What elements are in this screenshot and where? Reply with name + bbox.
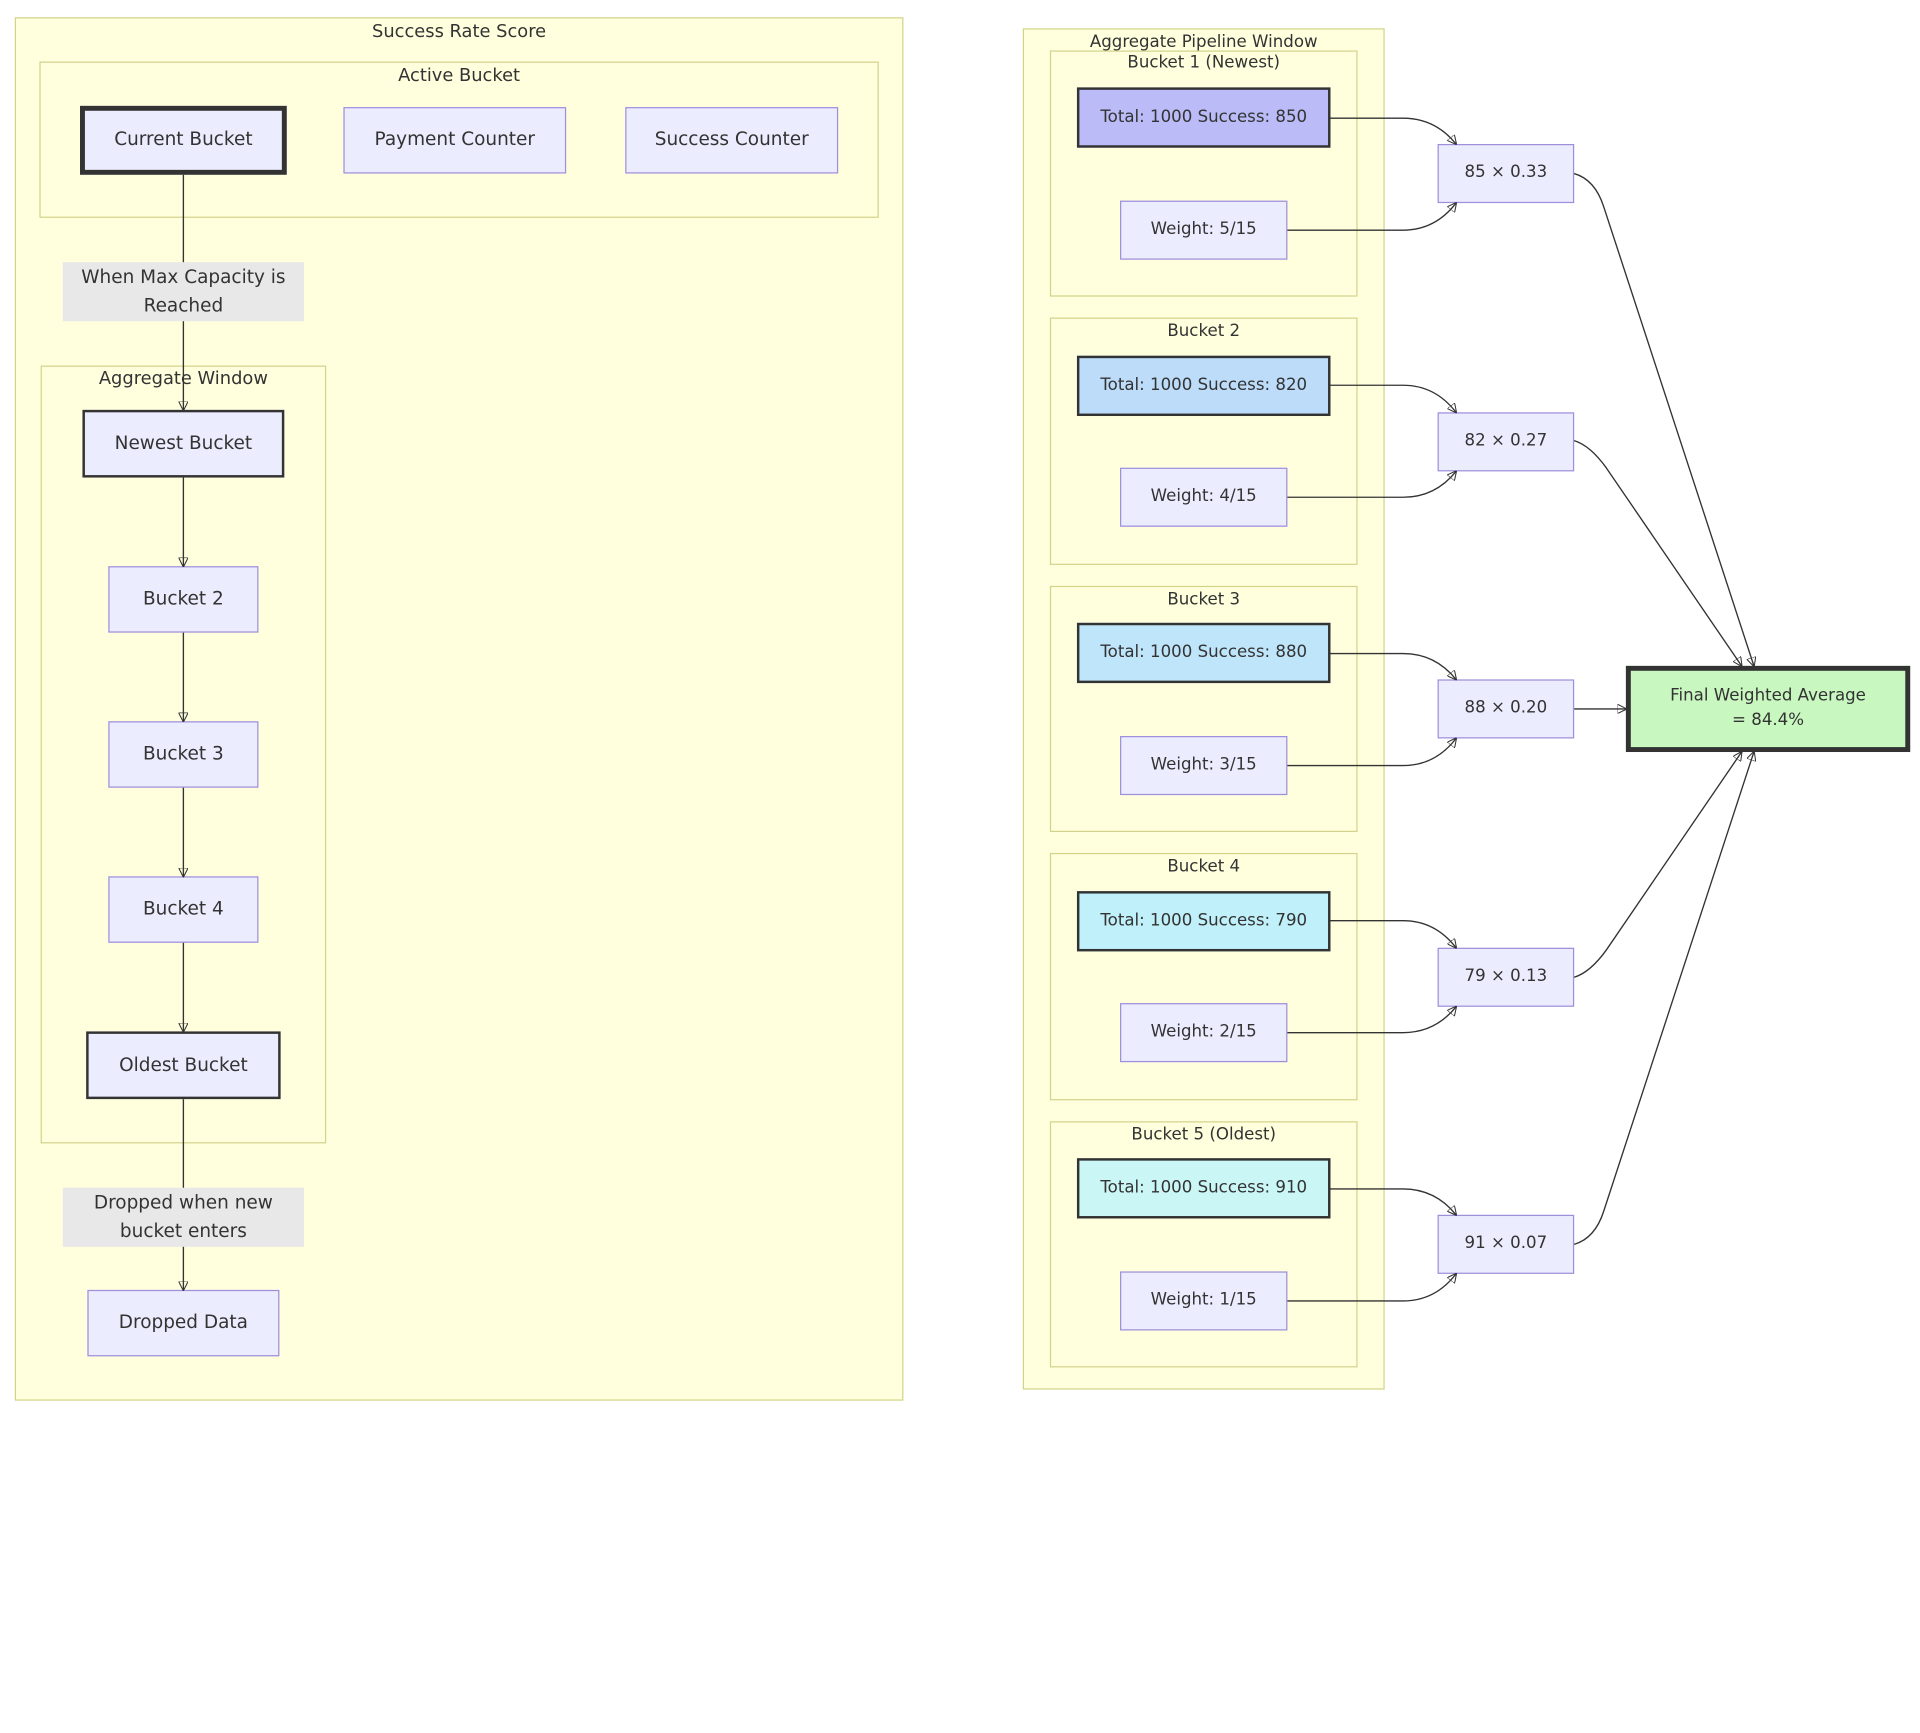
- bucket-4-node: Bucket 4: [108, 876, 259, 943]
- edge-product-2-to-final: [1573, 439, 1741, 666]
- bucket-3-total-node: Total: 1000 Success: 880: [1076, 622, 1331, 684]
- edges-layer: [0, 117, 1920, 1302]
- aggregate-pipeline-window-title: Aggregate Pipeline Window: [1089, 32, 1318, 52]
- bucket-4-product-node: 79 × 0.13: [1437, 947, 1575, 1007]
- oldest-bucket-node: Oldest Bucket: [86, 1031, 281, 1100]
- bucket-4-title: Bucket 4: [1167, 856, 1241, 877]
- bucket-2-total-node: Total: 1000 Success: 820: [1076, 355, 1331, 417]
- success-rate-score-title: Success Rate Score: [372, 22, 547, 42]
- bucket-5-weight-node: Weight: 1/15: [1120, 1271, 1288, 1331]
- success-counter-node: Success Counter: [625, 107, 839, 174]
- edge-bucket-2-weight-to-product: [1287, 471, 1456, 498]
- bucket-3-title: Bucket 3: [1167, 589, 1241, 610]
- bucket-2-product-node: 82 × 0.27: [1437, 412, 1575, 472]
- bucket-2-title: Bucket 2: [1167, 321, 1241, 341]
- final-weighted-average-node: Final Weighted Average = 84.4%: [1625, 665, 1911, 753]
- edge-product-4-to-final: [1573, 752, 1741, 978]
- bucket-2-node: Bucket 2: [108, 566, 259, 633]
- bucket-1-title: Bucket 1 (Newest): [1127, 52, 1281, 73]
- edge-bucket-2-total-to-product: [1330, 384, 1456, 412]
- bucket-4-total-node: Total: 1000 Success: 790: [1076, 891, 1331, 952]
- bucket-4-weight-node: Weight: 2/15: [1120, 1003, 1288, 1063]
- active-bucket-title: Active Bucket: [398, 66, 521, 87]
- bucket-5-total-node: Total: 1000 Success: 910: [1076, 1158, 1331, 1219]
- edge-product-5-to-final: [1573, 752, 1754, 1245]
- edge-label-max-capacity: When Max Capacity is Reached: [62, 262, 305, 322]
- edge-bucket-5-weight-to-product: [1287, 1274, 1456, 1302]
- edge-bucket-3-weight-to-product: [1287, 738, 1456, 767]
- edge-bucket-3-total-to-product: [1330, 652, 1456, 680]
- bucket-1-weight-node: Weight: 5/15: [1120, 200, 1288, 260]
- bucket-3-node: Bucket 3: [108, 721, 259, 788]
- edge-bucket-4-weight-to-product: [1287, 1007, 1456, 1034]
- bucket-5-product-node: 91 × 0.07: [1437, 1214, 1575, 1274]
- current-bucket-node: Current Bucket: [80, 105, 287, 175]
- bucket-3-product-node: 88 × 0.20: [1437, 679, 1575, 739]
- dropped-data-node: Dropped Data: [87, 1289, 280, 1357]
- newest-bucket-node: Newest Bucket: [82, 409, 285, 478]
- bucket-1-product-node: 85 × 0.33: [1437, 144, 1575, 204]
- payment-counter-node: Payment Counter: [343, 107, 567, 174]
- bucket-2-weight-node: Weight: 4/15: [1120, 467, 1288, 527]
- edge-product-1-to-final: [1573, 172, 1754, 666]
- bucket-5-title: Bucket 5 (Oldest): [1131, 1124, 1277, 1145]
- edge-label-dropped: Dropped when new bucket enters: [62, 1187, 305, 1247]
- edge-bucket-1-total-to-product: [1330, 117, 1456, 144]
- edge-bucket-4-total-to-product: [1330, 919, 1456, 948]
- edge-bucket-1-weight-to-product: [1287, 203, 1456, 231]
- bucket-1-total-node: Total: 1000 Success: 850: [1076, 87, 1331, 148]
- bucket-3-weight-node: Weight: 3/15: [1120, 736, 1288, 796]
- edge-bucket-5-total-to-product: [1330, 1188, 1456, 1215]
